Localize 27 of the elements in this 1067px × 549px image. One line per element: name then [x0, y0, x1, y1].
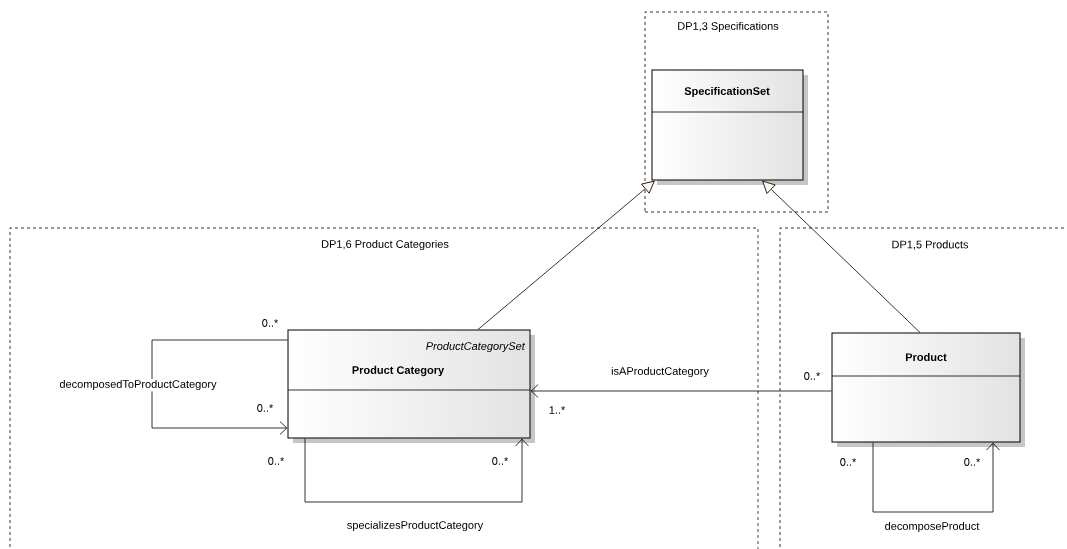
multiplicity-label: 1..*: [549, 406, 566, 414]
package-title: DP1,5 Products: [892, 240, 969, 250]
package-title: DP1,6 Product Categories: [322, 239, 449, 251]
association-line: [762, 180, 921, 333]
class-name: SpecificationSet: [684, 86, 770, 98]
association-line: [304, 438, 529, 503]
package-title: DP1,3 Specifications: [678, 21, 779, 33]
class-box: [287, 329, 535, 443]
package-frame: [779, 227, 1067, 549]
association-line: [872, 442, 1000, 513]
stereotype-label: ProductCategorySet: [426, 341, 526, 353]
multiplicity-label: 0..*: [804, 372, 821, 380]
association-line: [530, 384, 832, 398]
multiplicity-label: 0..*: [492, 457, 509, 465]
multiplicity-label: 0..*: [262, 319, 279, 327]
package-frame: [644, 11, 829, 213]
class-name: Product Category: [352, 365, 445, 377]
multiplicity-label: 0..*: [964, 458, 981, 466]
association-line: [151, 339, 288, 435]
multiplicity-label: 0..*: [268, 457, 285, 465]
package-frame: [9, 227, 759, 549]
class-name: Product: [905, 352, 947, 362]
association-line: [477, 180, 655, 330]
multiplicity-label: 0..*: [840, 458, 857, 466]
multiplicity-label: 0..*: [257, 404, 274, 412]
class-box: [831, 332, 1025, 447]
class-box: [651, 69, 808, 185]
